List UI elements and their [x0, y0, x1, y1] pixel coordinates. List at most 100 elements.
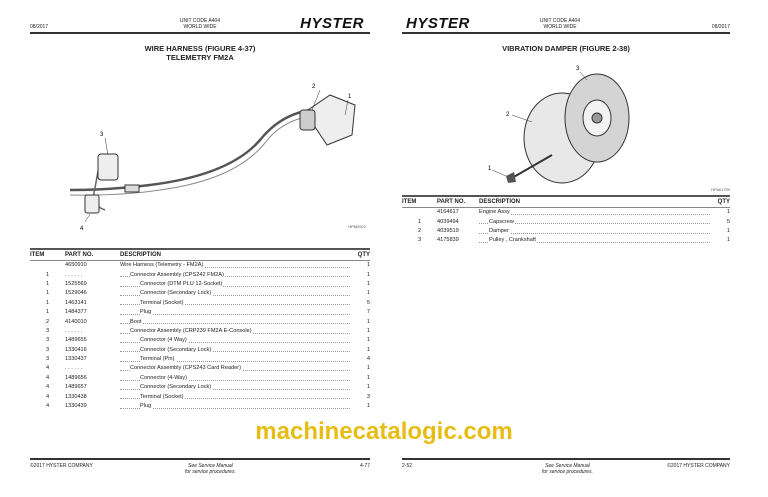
- description-text: Connector (4 Way): [140, 337, 188, 344]
- description-cell: Pulley , Crankshaft: [479, 236, 714, 245]
- part-number-cell: 1463141: [65, 299, 87, 306]
- qty-cell: 1: [366, 318, 370, 325]
- description-cell: Plug: [120, 307, 354, 316]
- title-text: WIRE HARNESS (FIGURE 4-37): [144, 44, 256, 53]
- description-cell: Connector Assembly (CRP239 FM2A E-Consol…: [120, 326, 354, 335]
- description-cell: Terminal (Socket): [120, 392, 354, 401]
- callout-1: 1: [348, 94, 352, 100]
- item-cell: [402, 208, 437, 217]
- part-number-cell: 4175839: [437, 237, 459, 244]
- qty-cell: 1: [366, 271, 370, 278]
- vibration-damper-diagram: 1 2 3: [488, 66, 630, 184]
- part-number-cell: 4039494: [437, 218, 459, 225]
- table-row: 1. . . . . .Connector Assembly (CPS242 F…: [30, 270, 370, 279]
- region-text: WORLD WIDE: [183, 24, 217, 30]
- hyster-logo: HYSTER: [300, 15, 364, 32]
- item-cell: 3: [45, 346, 50, 353]
- description-text: Connector Assembly (CRP239 FM2A E-Consol…: [130, 327, 253, 334]
- item-cell: 4: [45, 393, 50, 400]
- unit-code-text: UNIT CODE A404: [179, 18, 221, 24]
- description-text: Connector Assembly (CPS242 FM2A): [130, 271, 225, 278]
- description-text: Damper: [489, 227, 510, 234]
- col-qty: QTY: [714, 195, 730, 208]
- description-text: Connector (Secondary Lock): [140, 384, 213, 391]
- description-cell: Connector Assembly (CPS243 Card Reader): [120, 364, 354, 373]
- item-cell: 1: [45, 271, 50, 278]
- item-cell: 3: [45, 327, 50, 334]
- item-cell: 1: [417, 218, 422, 225]
- copyright: ©2017 HYSTER COMPANY: [30, 463, 93, 469]
- col-item: ITEM: [402, 195, 437, 208]
- region-text: WORLD WIDE: [543, 24, 577, 30]
- part-number-cell: 1525569: [65, 280, 87, 287]
- description-cell: Wire Harness (Telemetry - FM2A): [120, 261, 354, 270]
- description-cell: Connector (4 Way): [120, 336, 354, 345]
- part-number-cell: 1330438: [65, 393, 87, 400]
- qty-cell: 5: [726, 218, 730, 225]
- description-cell: Connector (DTM PLU 12-Socket): [120, 279, 354, 288]
- col-desc: DESCRIPTION: [120, 248, 354, 261]
- qty-cell: 1: [726, 237, 730, 244]
- table-row: 4. . . . . .Connector Assembly (CPS243 C…: [30, 364, 370, 373]
- description-text: Connector (Secondary Lock): [140, 290, 213, 297]
- description-text: Terminal (Socket): [140, 299, 185, 306]
- callout-3: 3: [100, 132, 104, 138]
- note-line2: for service procedures.: [542, 469, 593, 475]
- description-text: Pulley , Crankshaft: [489, 237, 537, 244]
- part-number-cell: 1484377: [65, 309, 87, 316]
- item-cell: 3: [45, 337, 50, 344]
- description-cell: Engine Assy: [479, 208, 714, 217]
- qty-cell: 1: [366, 337, 370, 344]
- qty-cell: 1: [366, 280, 370, 287]
- item-cell: 2: [45, 318, 50, 325]
- item-cell: 4: [45, 365, 50, 372]
- table-row: 3. . . . . .Connector Assembly (CRP239 F…: [30, 326, 370, 335]
- qty-cell: 1: [726, 227, 730, 234]
- description-cell: Plug: [120, 401, 354, 410]
- part-number-cell: 1489657: [65, 384, 87, 391]
- table-row: 3 1489655 Connector (4 Way) 1: [30, 336, 370, 345]
- part-number-cell: 4164617: [437, 209, 459, 216]
- qty-cell: 7: [366, 309, 370, 316]
- item-cell: 1: [45, 290, 50, 297]
- item-cell: 1: [45, 280, 50, 287]
- col-part: PART NO.: [65, 248, 120, 261]
- callout-2: 2: [312, 84, 316, 90]
- qty-cell: 1: [366, 384, 370, 391]
- part-number-cell: 1489655: [65, 337, 87, 344]
- note-line1: See Service Manual: [545, 463, 590, 469]
- part-number-cell: 1330439: [65, 403, 87, 410]
- qty-cell: 1: [366, 374, 370, 381]
- item-cell: 2: [417, 227, 422, 234]
- subtitle-text: TELEMETRY FM2A: [166, 53, 234, 62]
- copyright: ©2017 HYSTER COMPANY: [667, 463, 730, 469]
- figure-id: HPM0921: [348, 224, 366, 229]
- description-text: Boot: [130, 318, 143, 325]
- callout-3: 3: [576, 66, 580, 72]
- description-text: Terminal (Socket): [140, 393, 185, 400]
- date: 08/2017: [30, 24, 49, 30]
- item-cell: 4: [45, 374, 50, 381]
- description-cell: Connector (4-Way): [120, 373, 354, 382]
- col-part: PART NO.: [437, 195, 479, 208]
- unit-code-text: UNIT CODE A404: [539, 18, 581, 24]
- wire-harness-diagram: 1 2 3 4: [69, 84, 356, 232]
- qty-cell: 1: [366, 403, 370, 410]
- qty-cell: 3: [366, 393, 370, 400]
- description-cell: Terminal (Socket): [120, 298, 354, 307]
